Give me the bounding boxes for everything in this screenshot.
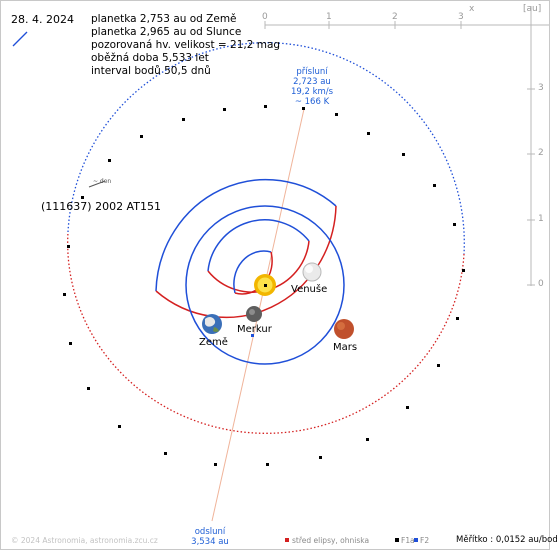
perihelion-title: přísluní: [296, 67, 328, 77]
axis-tick-x-3: 3: [458, 12, 464, 22]
earth-label: Země: [199, 337, 228, 348]
info-point-interval: interval bodů 50,5 dnů: [91, 65, 211, 77]
svg-text:~ den: ~ den: [93, 178, 111, 185]
venus-icon: [302, 262, 322, 282]
axis-tick-x-1: 1: [326, 12, 332, 22]
asteroid-marker: ~ den: [88, 178, 111, 188]
footer-legend-text: střed elipsy, ohniska: [292, 536, 370, 545]
footer-f1: F1: [401, 536, 411, 545]
perihelion-distance: 2,723 au: [293, 77, 331, 87]
mercury-label: Merkur: [237, 324, 272, 335]
footer-and: a: [410, 536, 415, 545]
aphelion-distance: 3,534 au: [191, 537, 229, 547]
footer-f2: F2: [420, 536, 430, 545]
aphelion-label: odsluní 3,534 au: [182, 527, 238, 547]
orbit-points: [63, 105, 465, 466]
perihelion-label: přísluní 2,723 au 19,2 km/s ~ 166 K: [284, 67, 340, 107]
date-label: 28. 4. 2024: [11, 13, 74, 26]
info-panel: planetka 2,753 au od Země planetka 2,965…: [91, 13, 280, 78]
sun-icon: [254, 274, 276, 296]
axis-tick-y-0: 0: [538, 279, 544, 289]
axis-tick-x-2: 2: [392, 12, 398, 22]
axis-x-label: x: [469, 4, 475, 14]
axis-tick-x-0: 0: [262, 12, 268, 22]
axis-frame: [264, 6, 549, 286]
legend-orbit-swatch: [12, 31, 28, 47]
mars-orbit: [155, 178, 337, 319]
info-period: oběžná doba 5,533 let: [91, 52, 209, 64]
perihelion-speed: 19,2 km/s: [290, 87, 334, 97]
axis-unit-label: [au]: [523, 4, 542, 14]
aphelion-title: odsluní: [194, 527, 226, 537]
earth-icon: [202, 314, 222, 334]
earth-orbit: [185, 205, 345, 365]
axis-tick-y-1: 1: [538, 214, 544, 224]
axis-tick-y-3: 3: [538, 83, 544, 93]
mars-icon: [334, 319, 354, 339]
object-name: (111637) 2002 AT151: [41, 200, 161, 213]
scale-label: Měřítko : 0,0152 au/bod: [456, 535, 558, 545]
info-sun-distance: planetka 2,965 au od Slunce: [91, 26, 242, 38]
footer-legend-marks: [285, 538, 418, 542]
asteroid-orbit: [67, 42, 465, 434]
info-earth-distance: planetka 2,753 au od Země: [91, 13, 237, 25]
footer-copyright: © 2024 Astronomia, astronomia.zcu.cz: [11, 536, 158, 545]
mars-label: Mars: [333, 342, 358, 353]
info-magnitude: pozorovaná hv. velikost = 21,2 mag: [91, 39, 281, 51]
mercury-icon: [246, 306, 262, 322]
axis-tick-y-2: 2: [538, 148, 544, 158]
perihelion-temp: ~ 166 K: [294, 97, 330, 107]
venus-label: Venuše: [291, 284, 328, 295]
